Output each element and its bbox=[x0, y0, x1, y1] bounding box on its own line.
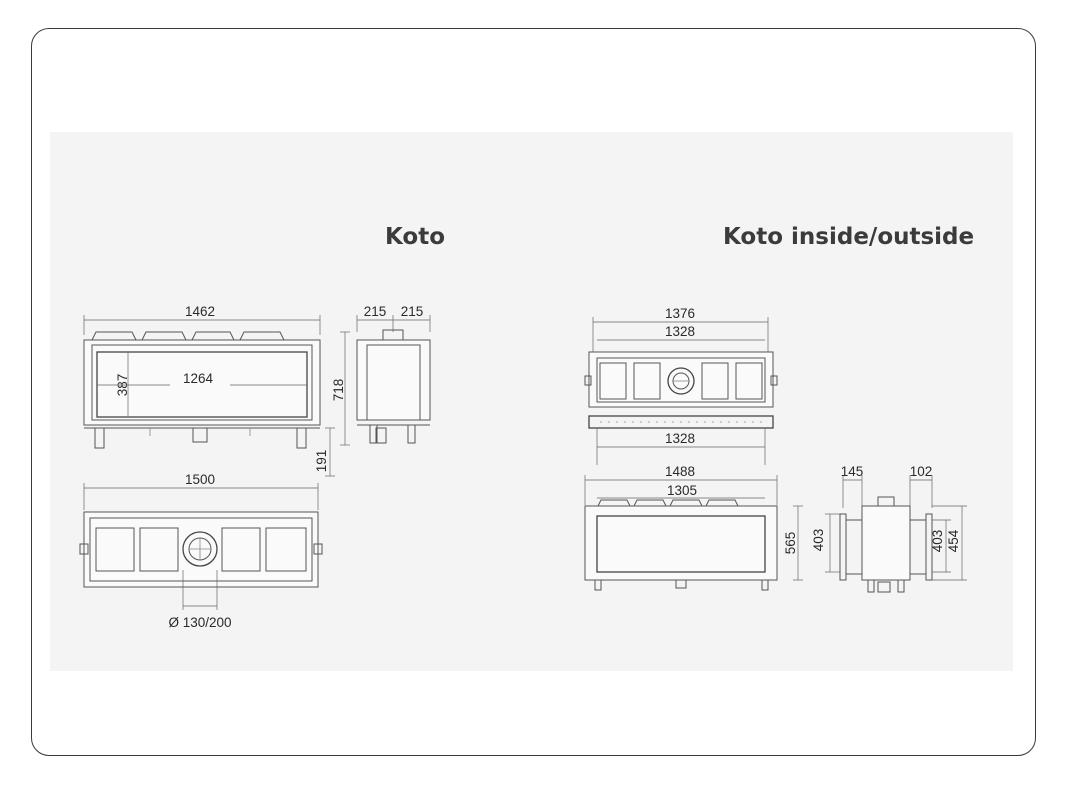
dim-io-front-width: 1488 bbox=[665, 464, 695, 479]
dim-koto-leg-height: 191 bbox=[314, 450, 329, 473]
dim-koto-side-depth-left: 215 bbox=[364, 304, 387, 319]
koto-front-view: 1462 387 1264 bbox=[83, 304, 321, 449]
koto-top-view: 1500 Ø 130/200 bbox=[79, 472, 323, 630]
dim-io-side-opening: 403 bbox=[930, 530, 945, 553]
dim-io-opening-height-left: 403 bbox=[811, 529, 826, 552]
dim-io-side-depth-left: 145 bbox=[841, 464, 864, 479]
dim-koto-front-width: 1462 bbox=[185, 304, 215, 319]
dim-koto-side-height: 718 bbox=[331, 379, 346, 402]
dim-io-bottom-width: 1328 bbox=[665, 431, 695, 446]
dim-io-side-height: 454 bbox=[946, 529, 961, 552]
dim-io-front-height: 565 bbox=[783, 532, 798, 555]
dim-koto-top-width: 1500 bbox=[185, 472, 215, 487]
dim-io-top-width-outer: 1376 bbox=[665, 306, 695, 321]
io-front-view: 1488 1305 565 bbox=[584, 464, 803, 591]
koto-side-view: 215 215 718 191 bbox=[314, 304, 431, 477]
io-top-view: 1376 1328 1328 bbox=[584, 306, 778, 465]
dim-io-top-width-inner: 1328 bbox=[665, 324, 695, 339]
dim-io-side-depth-right: 102 bbox=[910, 464, 933, 479]
dim-koto-flue: Ø 130/200 bbox=[168, 615, 231, 630]
dim-koto-side-depth-right: 215 bbox=[401, 304, 424, 319]
title-koto: Koto bbox=[385, 224, 446, 250]
title-koto-inside-outside: Koto inside/outside bbox=[723, 224, 975, 250]
dim-io-front-inner: 1305 bbox=[667, 483, 697, 498]
dim-koto-opening-width: 1264 bbox=[183, 371, 214, 386]
io-side-view: 145 102 403 403 454 bbox=[811, 464, 967, 593]
